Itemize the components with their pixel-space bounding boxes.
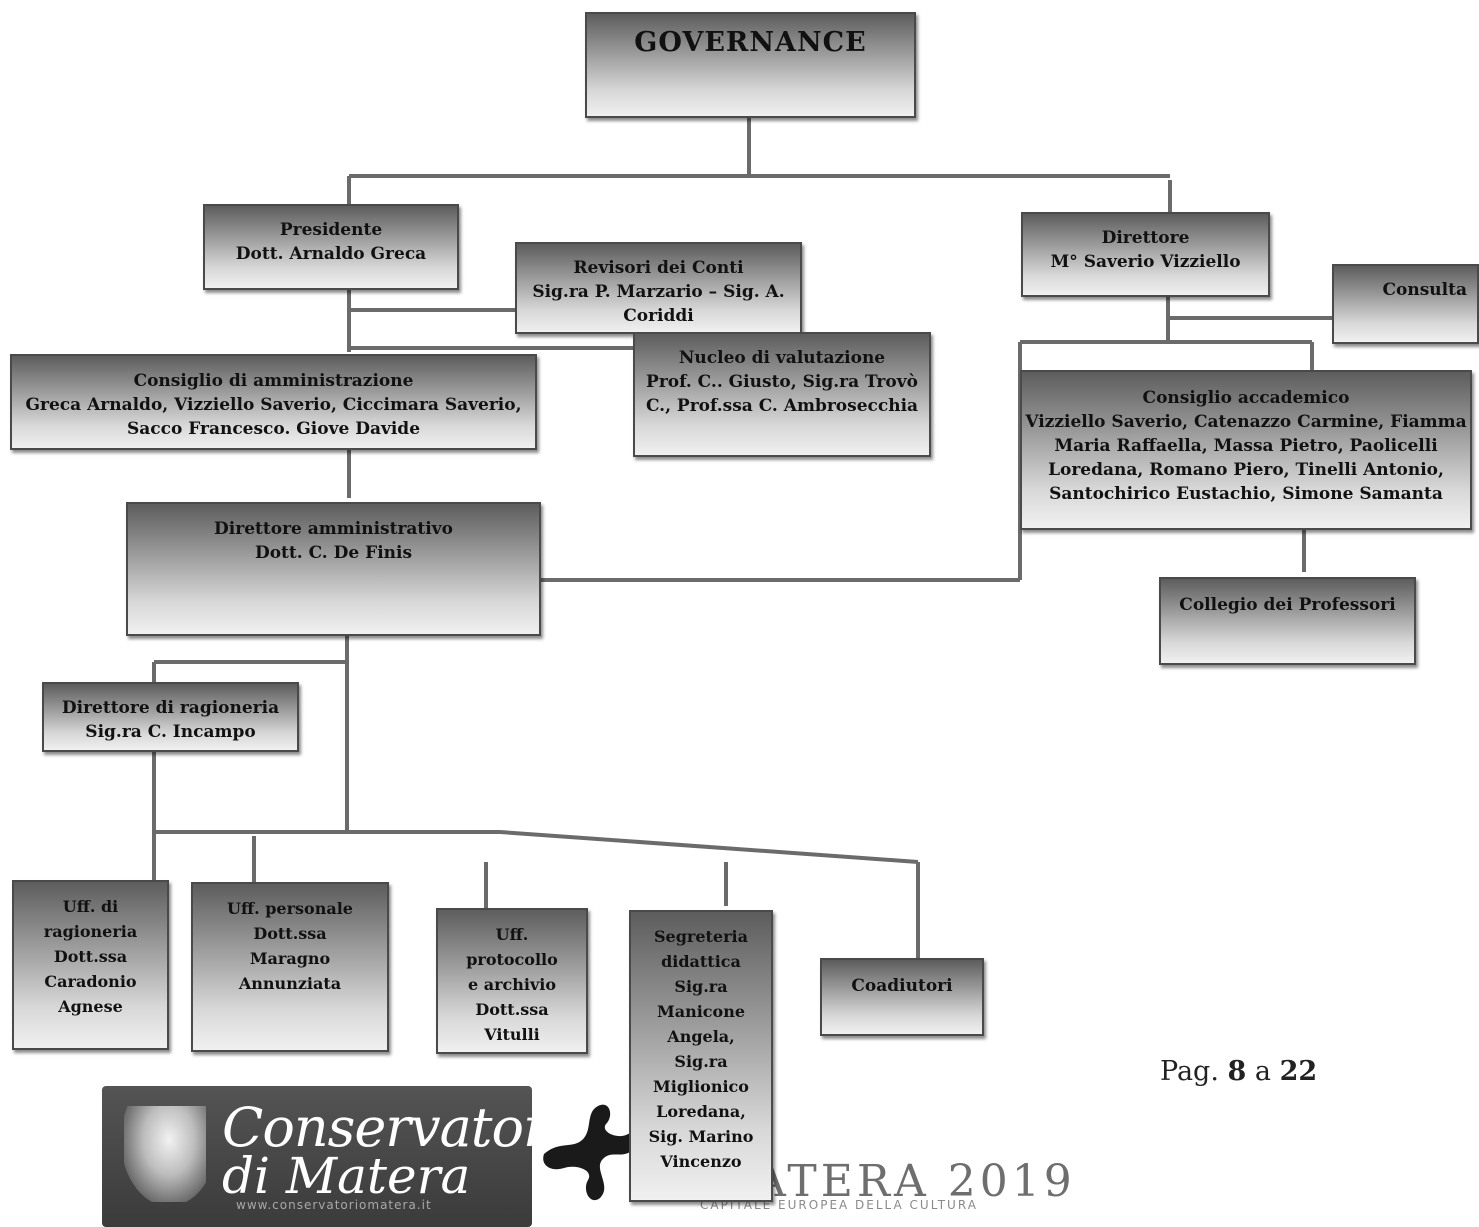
presidente-name: Dott. Arnaldo Greca [235, 244, 427, 264]
revisori-names-1: Sig.ra P. Marzario – Sig. A. [532, 282, 785, 302]
uff-protocollo-line-3: e archivio [467, 975, 557, 994]
conservatorio-logo: Conservatorio di Matera www.conservatori… [102, 1086, 597, 1227]
segreteria-line-3: Sig.ra [674, 977, 728, 996]
revisori-box: Revisori dei Conti Sig.ra P. Marzario – … [515, 242, 802, 334]
revisori-names-2: Coriddi [623, 306, 694, 326]
revisori-role: Revisori dei Conti [573, 258, 744, 278]
uff-ragioneria-line-3: Dott.ssa [53, 947, 128, 966]
consiglio-amministrazione-names-2: Sacco Francesco. Giove Davide [126, 419, 421, 439]
consiglio-amministrazione-role: Consiglio di amministrazione [133, 371, 414, 391]
uff-protocollo-line-1: Uff. [495, 925, 529, 944]
consiglio-amministrazione-names-1: Greca Arnaldo, Vizziello Saverio, Ciccim… [25, 395, 522, 415]
segreteria-line-7: Miglionico [653, 1077, 749, 1096]
direttore-amministrativo-role: Direttore amministrativo [214, 519, 453, 539]
page-number: Pag. 8 a 22 [1160, 1056, 1317, 1087]
uff-personale-line-2: Dott.ssa [253, 924, 327, 943]
consiglio-amministrazione-box: Consiglio di amministrazione Greca Arnal… [10, 354, 537, 450]
page-separator: a [1254, 1056, 1272, 1087]
portrait-image [124, 1106, 206, 1202]
consiglio-accademico-names-3: Loredana, Romano Piero, Tinelli Antonio, [1048, 460, 1444, 480]
direttore-ragioneria-box: Direttore di ragioneria Sig.ra C. Incamp… [42, 682, 299, 752]
segreteria-line-2: didattica [661, 952, 741, 971]
uff-ragioneria-line-2: ragioneria [43, 922, 138, 941]
collegio-box: Collegio dei Professori [1159, 577, 1416, 665]
collegio-role: Collegio dei Professori [1179, 595, 1396, 615]
uff-ragioneria-line-4: Caradonio [44, 972, 137, 991]
nucleo-box: Nucleo di valutazione Prof. C.. Giusto, … [633, 332, 931, 457]
conservatorio-logo-line1: Conservatorio [222, 1096, 597, 1159]
consiglio-accademico-names-1: Vizziello Saverio, Catenazzo Carmine, Fi… [1025, 412, 1467, 432]
direttore-amministrativo-name: Dott. C. De Finis [254, 543, 413, 563]
consiglio-accademico-box: Consiglio accademico Vizziello Saverio, … [1020, 370, 1472, 530]
uff-personale-line-3: Maragno [249, 949, 331, 968]
coadiutori-box: Coadiutori [820, 958, 984, 1036]
matera-2019-mark-icon [543, 1104, 636, 1201]
matera-2019-logo: ATERA 2019 CAPITALE EUROPEA DELLA CULTUR… [540, 1090, 1100, 1227]
page-current: 8 [1227, 1056, 1247, 1087]
uff-protocollo-line-2: protocollo [466, 950, 558, 969]
presidente-box: Presidente Dott. Arnaldo Greca [203, 204, 459, 290]
governance-box: GOVERNANCE [585, 12, 916, 118]
governance-title: GOVERNANCE [634, 27, 867, 58]
consiglio-accademico-role: Consiglio accademico [1142, 388, 1350, 408]
nucleo-names-1: Prof. C.. Giusto, Sig.ra Trovò [646, 372, 918, 392]
uff-ragioneria-line-5: Agnese [58, 997, 123, 1016]
consulta-role: Consulta [1382, 280, 1468, 300]
page-prefix: Pag. [1160, 1056, 1219, 1087]
uff-protocollo-box: Uff. protocollo e archivio Dott.ssa Vitu… [436, 908, 588, 1054]
direttore-role: Direttore [1101, 228, 1190, 248]
segreteria-line-8: Loredana, [656, 1102, 746, 1121]
segreteria-line-4: Manicone [656, 1002, 745, 1021]
segreteria-line-9: Sig. Marino [648, 1127, 754, 1146]
uff-personale-box: Uff. personale Dott.ssa Maragno Annunzia… [191, 882, 389, 1052]
uff-personale-line-1: Uff. personale [227, 899, 353, 918]
matera-2019-word: ATERA 2019 [754, 1156, 1076, 1207]
consiglio-accademico-names-4: Santochirico Eustachio, Simone Samanta [1049, 484, 1443, 504]
coadiutori-role: Coadiutori [851, 976, 953, 996]
nucleo-names-2: C., Prof.ssa C. Ambrosecchia [645, 396, 919, 416]
uff-personale-line-4: Annunziata [238, 974, 342, 993]
nucleo-role: Nucleo di valutazione [678, 348, 886, 368]
uff-protocollo-line-4: Dott.ssa [475, 1000, 549, 1019]
direttore-ragioneria-name: Sig.ra C. Incampo [85, 722, 256, 742]
segreteria-line-5: Angela, [667, 1027, 735, 1046]
consiglio-accademico-names-2: Maria Raffaella, Massa Pietro, Paolicell… [1054, 436, 1438, 456]
uff-protocollo-line-5: Vitulli [484, 1025, 540, 1044]
presidente-role: Presidente [279, 220, 383, 240]
uff-ragioneria-box: Uff. di ragioneria Dott.ssa Caradonio Ag… [12, 880, 169, 1050]
conservatorio-logo-line2: di Matera [222, 1147, 471, 1205]
direttore-box: Direttore M° Saverio Vizziello [1021, 212, 1270, 297]
segreteria-line-10: Vincenzo [660, 1152, 742, 1171]
uff-ragioneria-line-1: Uff. di [62, 897, 119, 916]
segreteria-didattica-box: Segreteria didattica Sig.ra Manicone Ang… [629, 910, 773, 1202]
consulta-box: Consulta [1332, 264, 1479, 344]
page-total: 22 [1279, 1056, 1318, 1087]
direttore-name: M° Saverio Vizziello [1050, 252, 1241, 272]
conservatorio-logo-url: www.conservatoriomatera.it [236, 1198, 432, 1212]
direttore-ragioneria-role: Direttore di ragioneria [61, 698, 280, 718]
segreteria-line-1: Segreteria [654, 927, 748, 946]
segreteria-line-6: Sig.ra [674, 1052, 728, 1071]
direttore-amministrativo-box: Direttore amministrativo Dott. C. De Fin… [126, 502, 541, 636]
